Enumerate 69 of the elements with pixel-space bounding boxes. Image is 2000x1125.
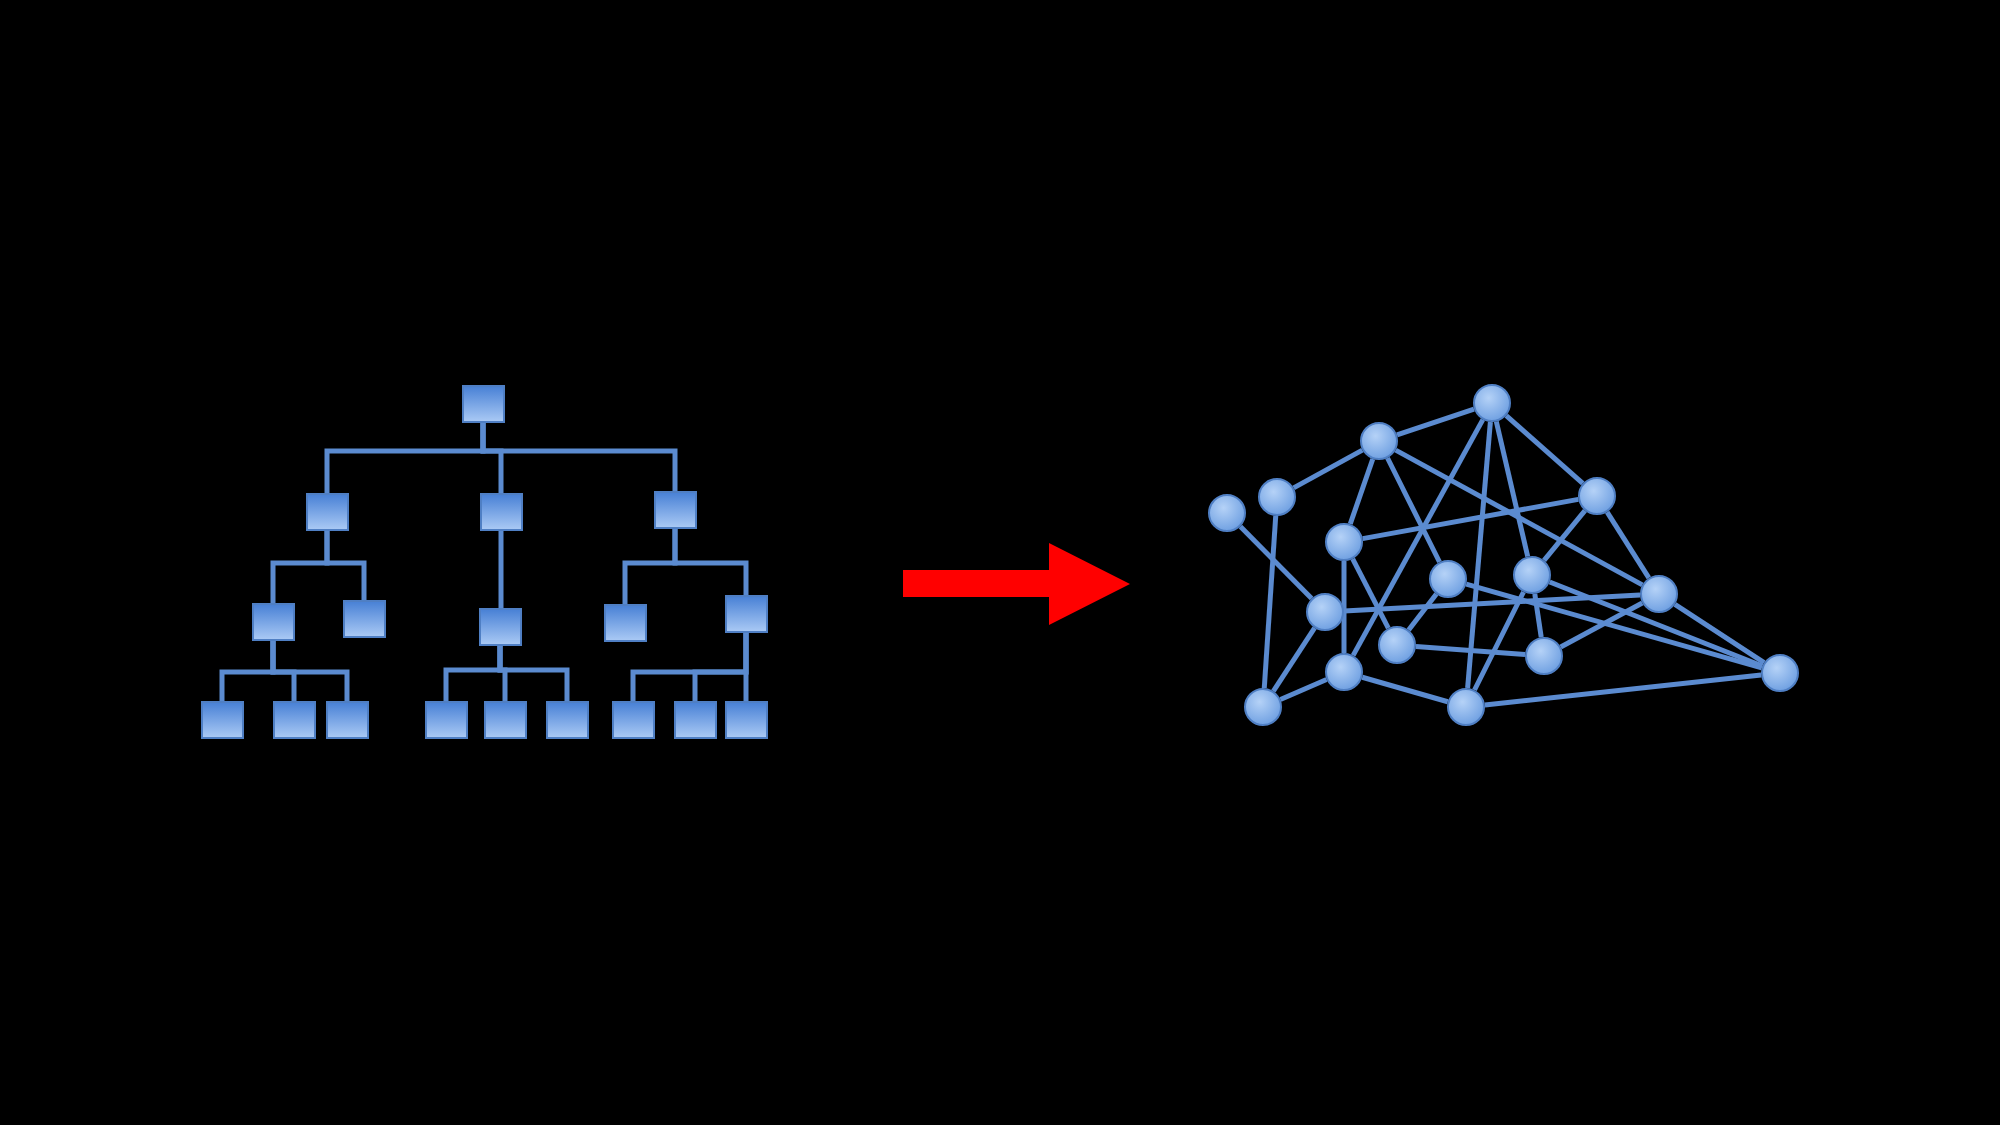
tree-box	[673, 701, 717, 739]
network-circle	[1360, 422, 1398, 460]
connector-line	[1361, 674, 1449, 705]
tree-box	[483, 701, 527, 739]
network-circle	[1447, 688, 1485, 726]
tree-box	[724, 595, 768, 633]
connector-line	[1362, 496, 1579, 542]
network-circle	[1513, 556, 1551, 594]
connector-line	[497, 646, 570, 701]
connector-line	[324, 531, 367, 600]
tree-box	[305, 493, 349, 531]
connector-line	[1292, 447, 1364, 491]
connector-line	[1484, 672, 1762, 708]
network-circle	[1761, 654, 1799, 692]
tree-box	[603, 604, 647, 642]
connector-line	[1350, 418, 1486, 657]
connector-line	[1350, 557, 1391, 630]
connector-line	[1673, 602, 1766, 665]
tree-box	[251, 603, 295, 641]
connector-line	[1559, 600, 1644, 650]
tree-box	[200, 701, 244, 739]
network-circle	[1325, 653, 1363, 691]
connector-line	[1341, 561, 1347, 653]
connector-line	[1396, 406, 1475, 438]
connector-line	[1415, 643, 1526, 658]
tree-box	[611, 701, 655, 739]
connector-line	[1347, 458, 1376, 525]
connector-line	[1532, 593, 1544, 638]
connector-line	[1605, 510, 1651, 580]
connector-line	[1465, 581, 1763, 671]
connector-line	[1465, 421, 1493, 689]
tree-box	[478, 608, 522, 646]
connector-line	[1504, 413, 1585, 486]
tree-box	[545, 701, 589, 739]
network-circle	[1378, 626, 1416, 664]
connector-line	[1238, 524, 1314, 601]
connector-line	[1493, 420, 1531, 558]
tree-box	[461, 385, 505, 423]
network-circle	[1473, 384, 1511, 422]
tree-box	[424, 701, 468, 739]
tree-box	[325, 701, 369, 739]
network-circle	[1640, 575, 1678, 613]
connector-line	[1279, 677, 1328, 702]
network-circle	[1578, 477, 1616, 515]
network-circle	[1306, 593, 1344, 631]
tree-box	[272, 701, 316, 739]
connector-line	[480, 423, 678, 491]
connector-line	[1385, 456, 1442, 564]
network-circle	[1258, 478, 1296, 516]
tree-box	[479, 493, 523, 531]
connector-line	[1542, 509, 1587, 562]
network-circle	[1208, 494, 1246, 532]
tree-box	[653, 491, 697, 529]
connector-line	[498, 531, 504, 608]
connector-line	[1343, 592, 1641, 614]
connector-line	[1472, 590, 1526, 692]
network-circle	[1325, 523, 1363, 561]
connector-line	[1394, 447, 1644, 588]
connector-line	[1261, 515, 1279, 689]
connector-line	[1271, 626, 1317, 693]
network-circle	[1429, 560, 1467, 598]
connector-line	[672, 529, 749, 595]
connector-line	[270, 641, 350, 701]
connector-line	[743, 633, 749, 701]
network-circle	[1525, 637, 1563, 675]
tree-box	[342, 600, 386, 638]
network-circle	[1244, 688, 1282, 726]
connector-line	[1406, 592, 1439, 632]
tree-box	[724, 701, 768, 739]
